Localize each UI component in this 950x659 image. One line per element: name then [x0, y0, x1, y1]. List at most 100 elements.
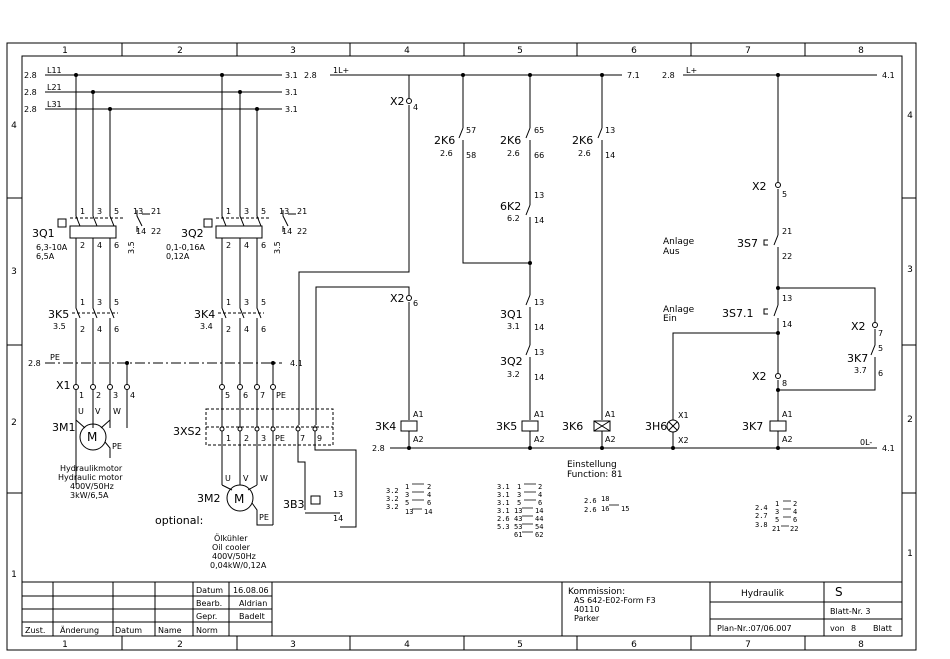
pin-label: 21	[297, 207, 307, 216]
xref-ref: 3.1	[497, 491, 510, 499]
motor-3m2	[221, 445, 357, 528]
pin-label: 66	[534, 151, 544, 160]
pin-label: 4	[97, 241, 102, 250]
motor-label-en: Hydraulic motor	[58, 473, 123, 482]
row-label: 1	[11, 570, 17, 580]
device-tag: 3Q1	[500, 308, 523, 321]
xref-label: 3.5	[127, 241, 136, 254]
xref-pin: 3	[405, 491, 409, 499]
device-tag: 3K5	[48, 308, 69, 321]
motor-symbol: M	[87, 430, 97, 444]
xref-ref: 5.3	[497, 523, 510, 531]
xref-ref: 2.6	[584, 497, 597, 505]
pin-label: 3	[244, 207, 249, 216]
xref-pin: 54	[535, 523, 543, 531]
xref-pin: 3	[775, 508, 779, 516]
pe-label: PE	[50, 353, 60, 362]
terminal-number: 5	[225, 391, 230, 400]
sheet-total-label: von	[830, 624, 845, 633]
terminal-number: 3	[261, 434, 266, 443]
motor-symbol: M	[234, 492, 244, 506]
pin-label: 5	[114, 298, 119, 307]
pin-label: 3	[97, 207, 102, 216]
device-tag: 3K5	[496, 420, 517, 433]
xref-pin: 2	[538, 483, 542, 491]
xref-label: 2.8	[662, 71, 675, 80]
pin-label: 22	[151, 227, 161, 236]
sheet-number: Blatt-Nr. 3	[830, 607, 871, 616]
xref-ref: 2.7	[755, 512, 768, 520]
phase-label: V	[95, 407, 101, 416]
row-label: 2	[11, 418, 17, 428]
pin-label: 14	[534, 323, 544, 332]
breaker-setting: 6,5A	[36, 252, 55, 261]
pin-label: 2	[226, 325, 231, 334]
pin-label: 2	[80, 241, 85, 250]
device-tag: 3H6	[645, 420, 667, 433]
xref-ref: 3.1	[497, 507, 510, 515]
xref-pin: 2	[427, 483, 431, 491]
xref-pin: 4	[427, 491, 431, 499]
title-field-value: 16.08.06	[233, 586, 269, 595]
col-label: 4	[404, 46, 410, 56]
col-label: 2	[177, 640, 183, 650]
xref-label: 3.5	[273, 241, 282, 254]
row-label: 1	[907, 549, 913, 559]
device-tag: X2	[390, 292, 405, 305]
motor-label-en: Oil cooler	[212, 543, 251, 552]
col-label: 5	[517, 640, 523, 650]
col-label: 7	[745, 46, 751, 56]
pin-label: 3	[244, 298, 249, 307]
line-label-l11: L11	[47, 66, 62, 75]
pin-label: A1	[413, 410, 424, 419]
phase-label: PE	[259, 513, 269, 522]
drawing-title: Hydraulik	[741, 589, 785, 599]
xref-label: 3.1	[285, 105, 298, 114]
col-label: 2	[177, 46, 183, 56]
col-label: 6	[631, 46, 637, 56]
xref-pin: 6	[427, 499, 431, 507]
pin-label: 5	[114, 207, 119, 216]
device-tag: 3M2	[197, 492, 221, 505]
terminal-number: 7	[260, 391, 265, 400]
breaker-range: 6,3-10A	[36, 243, 68, 252]
col-label: 3	[290, 640, 296, 650]
terminal-number: 2	[244, 434, 249, 443]
col-label: 8	[858, 46, 864, 56]
title-field-label: Gepr.	[196, 612, 217, 621]
pin-label: 4	[244, 241, 249, 250]
terminal-number: 6	[243, 391, 248, 400]
pin-label: 7	[878, 329, 883, 338]
terminal-number: 1	[226, 434, 231, 443]
xref-pin: 3	[517, 491, 521, 499]
xref-ref: 3.2	[386, 487, 399, 495]
xref-label: 7.1	[627, 71, 640, 80]
pin-label: 13	[534, 191, 544, 200]
xref-pin: 62	[535, 531, 543, 539]
xref-pin: 53	[514, 523, 522, 531]
pin-label: 13	[534, 298, 544, 307]
xref-pin: 16	[601, 505, 609, 513]
line-label-l21: L21	[47, 83, 62, 92]
kommission-label: Kommission:	[568, 587, 625, 597]
pin-label: 14	[136, 227, 146, 236]
supply-label: L+	[686, 66, 697, 75]
pin-label: 1	[80, 207, 85, 216]
pin-label: 1	[226, 298, 231, 307]
device-tag: 3B3	[283, 498, 305, 511]
xref-pin: 6	[793, 516, 797, 524]
xref-ref: 3.8	[755, 521, 768, 529]
pin-label: 14	[534, 373, 544, 382]
xref-label: 3.1	[285, 71, 298, 80]
motor-3m1	[75, 419, 111, 458]
xref-label: 2.8	[24, 71, 37, 80]
device-tag: 3XS2	[173, 425, 202, 438]
xref-label: 2.6	[507, 149, 520, 158]
xref-pin: 61	[514, 531, 522, 539]
xref-pin: 14	[424, 508, 432, 516]
xref-ref: 2.4	[755, 504, 768, 512]
switch-caption: Aus	[663, 247, 680, 257]
pin-label: 57	[466, 126, 476, 135]
pin-label: 6	[878, 369, 883, 378]
